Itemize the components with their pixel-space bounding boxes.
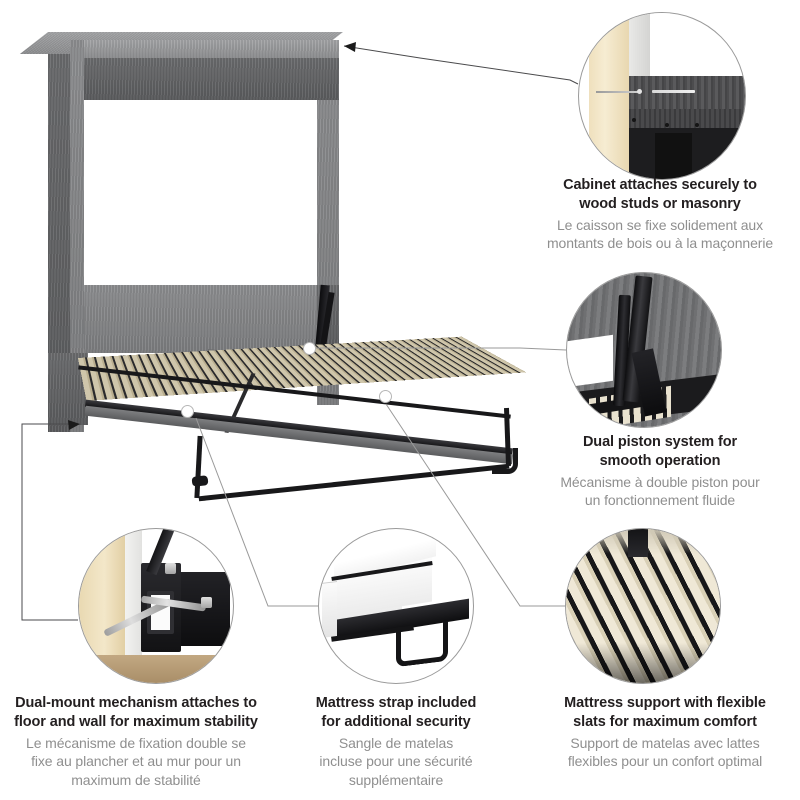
cabinet-left-side — [48, 32, 70, 432]
callout-heading-en: Dual piston system for smooth operation — [582, 434, 738, 470]
callout-text-mattress-strap: Mattress strap included for additional s… — [286, 694, 506, 789]
bed-platform — [68, 336, 538, 520]
callout-text-cabinet-attachment: Cabinet attaches securely to wood studs … — [520, 176, 800, 253]
wood-stud-layer — [588, 13, 629, 179]
callout-heading-en: Dual-mount mechanism attaches to floor a… — [14, 695, 258, 731]
callout-image-cabinet-attachment — [578, 12, 746, 180]
marker-dot-piston[interactable] — [303, 342, 316, 355]
cabinet-opening — [84, 100, 317, 285]
bed-foot-corner — [492, 448, 518, 474]
bed-frame-leg — [396, 621, 449, 668]
callout-text-flexible-slats: Mattress support with flexible slats for… — [530, 694, 800, 771]
callout-image-dual-mount — [78, 528, 234, 684]
callout-heading-fr: Mécanisme à double piston pour un foncti… — [560, 473, 760, 509]
floor-surface — [79, 655, 233, 683]
callout-text-dual-piston: Dual piston system for smooth operation … — [520, 433, 800, 510]
fastener-dot — [665, 122, 670, 127]
marker-dot-mount[interactable] — [181, 405, 194, 418]
wall-surface — [125, 529, 143, 656]
callout-heading-fr: Le mécanisme de fixation double se fixe … — [26, 734, 246, 788]
bed-foot-bar — [198, 463, 510, 502]
cabinet-inner-block — [655, 132, 692, 179]
callout-image-flexible-slats — [565, 528, 721, 684]
cabinet-top-panel — [84, 40, 339, 58]
murphy-bed-illustration — [19, 10, 530, 510]
marker-dot-slats[interactable] — [379, 390, 392, 403]
mounting-screw-right — [652, 90, 696, 94]
bed-foot-cap — [191, 475, 209, 487]
cabinet-notch — [567, 334, 614, 388]
cabinet-top-underside — [84, 58, 339, 100]
callout-text-dual-mount: Dual-mount mechanism attaches to floor a… — [0, 694, 272, 789]
callout-heading-en: Mattress strap included for additional s… — [315, 695, 477, 731]
callout-heading-fr: Le caisson se fixe solidement aux montan… — [546, 216, 774, 252]
screw-head — [165, 562, 177, 574]
cabinet-shelf-section — [628, 109, 745, 128]
frame-post — [627, 529, 648, 557]
bed-leg-left — [194, 435, 203, 499]
callout-heading-en: Cabinet attaches securely to wood studs … — [563, 177, 757, 213]
callout-image-dual-piston — [566, 272, 722, 428]
fastener-dot — [695, 122, 700, 127]
callout-heading-fr: Sangle de matelas incluse pour une sécur… — [319, 734, 473, 788]
cabinet-lower-panel — [84, 285, 317, 353]
callout-image-mattress-strap — [318, 528, 474, 684]
callout-heading-fr: Support de matelas avec lattes flexibles… — [567, 734, 763, 770]
screw-hole — [637, 88, 643, 94]
slat-shadow — [566, 642, 720, 683]
screw-head — [200, 596, 212, 608]
deck-edge — [84, 405, 514, 465]
fastener-dot — [632, 117, 637, 122]
cabinet-left-face — [70, 40, 84, 432]
callout-heading-en: Mattress support with flexible slats for… — [564, 695, 766, 731]
wood-stud-layer — [79, 529, 126, 656]
mounting-screw-left — [595, 91, 639, 94]
